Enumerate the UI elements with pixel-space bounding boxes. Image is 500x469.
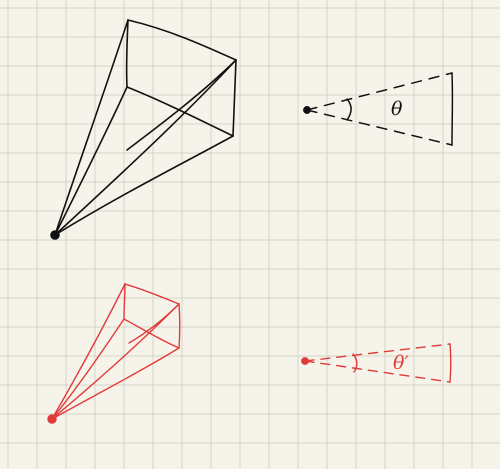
- black-wedge-angle-arc: [346, 98, 352, 121]
- red-frustum-ray-4: [51, 303, 180, 420]
- red-fov-wedge: θ′: [301, 343, 452, 383]
- red-frustum-right-edge: [178, 303, 181, 349]
- red-frustum-ray-1: [51, 283, 126, 420]
- theta-prime-label: θ′: [393, 352, 409, 374]
- black-frustum-ray-3: [54, 135, 234, 236]
- black-frustum-bottom-edge: [126, 86, 234, 137]
- red-frustum-bottom-edge: [123, 318, 180, 349]
- black-fov-wedge: θ: [303, 72, 454, 146]
- red-frustum: [47, 283, 181, 424]
- red-wedge-lower-ray: [304, 360, 451, 383]
- red-wedge-upper-ray: [304, 343, 451, 362]
- red-frustum-top-edge: [124, 283, 180, 305]
- black-frustum-left-edge: [125, 19, 129, 88]
- black-frustum-ray-2: [54, 86, 128, 236]
- red-frustum-diagonal: [128, 303, 180, 344]
- red-wedge-far-edge: [449, 343, 452, 383]
- red-wedge-angle-arc: [352, 353, 358, 373]
- black-apex-point: [50, 230, 60, 240]
- black-frustum-top-edge: [127, 19, 237, 61]
- red-wedge-apex-point: [301, 357, 309, 365]
- black-wedge-lower-ray: [306, 109, 453, 146]
- black-frustum-diagonal: [126, 59, 237, 151]
- black-frustum-right-edge: [232, 59, 237, 137]
- red-frustum-left-edge: [123, 283, 126, 320]
- red-frustum-ray-3: [51, 347, 180, 420]
- red-frustum-ray-2: [51, 318, 125, 420]
- black-frustum: [50, 19, 237, 240]
- black-frustum-ray-4: [54, 59, 237, 236]
- red-apex-point: [47, 414, 57, 424]
- black-wedge-apex-point: [303, 106, 311, 114]
- black-frustum-ray-1: [54, 19, 129, 236]
- theta-label: θ: [391, 98, 403, 120]
- black-wedge-upper-ray: [306, 72, 453, 111]
